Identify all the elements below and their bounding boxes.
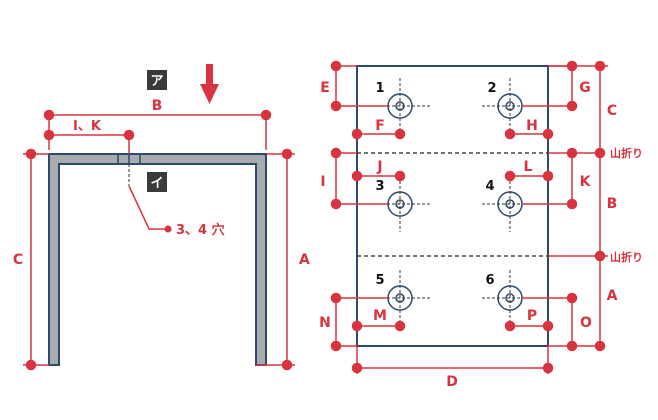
fold-note-2: 山折り bbox=[610, 250, 643, 264]
dim-b-right-label: B bbox=[607, 196, 618, 212]
marker-i-label: イ bbox=[150, 176, 163, 191]
flat-plate-outline bbox=[356, 65, 549, 347]
hole-number-1: 1 bbox=[375, 81, 384, 96]
hole-number-2: 2 bbox=[487, 81, 496, 96]
right-dimension-lines bbox=[330, 60, 608, 374]
dim-c-left-label: C bbox=[13, 252, 23, 268]
dim-b-label: B bbox=[152, 98, 163, 114]
dim-m-label: M bbox=[373, 308, 387, 324]
dim-l-label: L bbox=[524, 159, 533, 175]
down-arrow-icon bbox=[200, 64, 219, 104]
dim-ik-label: I、K bbox=[73, 119, 102, 134]
dim-i-label: I bbox=[320, 174, 325, 190]
dim-c-right-label: C bbox=[607, 103, 617, 119]
dim-f-label: F bbox=[375, 118, 385, 134]
dim-n-label: N bbox=[319, 315, 331, 331]
fold-note-1: 山折り bbox=[610, 146, 643, 160]
hole-number-3: 3 bbox=[375, 179, 384, 194]
dim-h-label: H bbox=[526, 118, 538, 134]
flat-pattern bbox=[356, 65, 549, 347]
view-marker-i: イ bbox=[147, 172, 167, 192]
view-marker-a: ア bbox=[147, 70, 167, 90]
dim-d-label: D bbox=[446, 374, 458, 390]
dim-e-label: E bbox=[320, 80, 330, 96]
callout-leader bbox=[128, 185, 167, 230]
holes bbox=[372, 78, 540, 326]
dim-p-label: P bbox=[527, 308, 537, 324]
hole-number-6: 6 bbox=[485, 273, 494, 288]
dimension-ik bbox=[43, 129, 135, 154]
dim-o-label: O bbox=[580, 315, 592, 331]
dim-k-label: K bbox=[580, 174, 592, 190]
marker-a-label: ア bbox=[150, 74, 163, 89]
dim-a-left-label: A bbox=[299, 252, 310, 268]
dimension-c-left bbox=[23, 148, 49, 371]
dim-a-right-label: A bbox=[607, 288, 618, 304]
dim-j-label: J bbox=[376, 159, 382, 175]
hole-number-4: 4 bbox=[485, 179, 494, 194]
dimension-a-left bbox=[256, 148, 295, 371]
dim-g-label: G bbox=[579, 80, 591, 96]
callout-label: 3、4 穴 bbox=[176, 222, 225, 238]
hole-number-5: 5 bbox=[375, 273, 384, 288]
